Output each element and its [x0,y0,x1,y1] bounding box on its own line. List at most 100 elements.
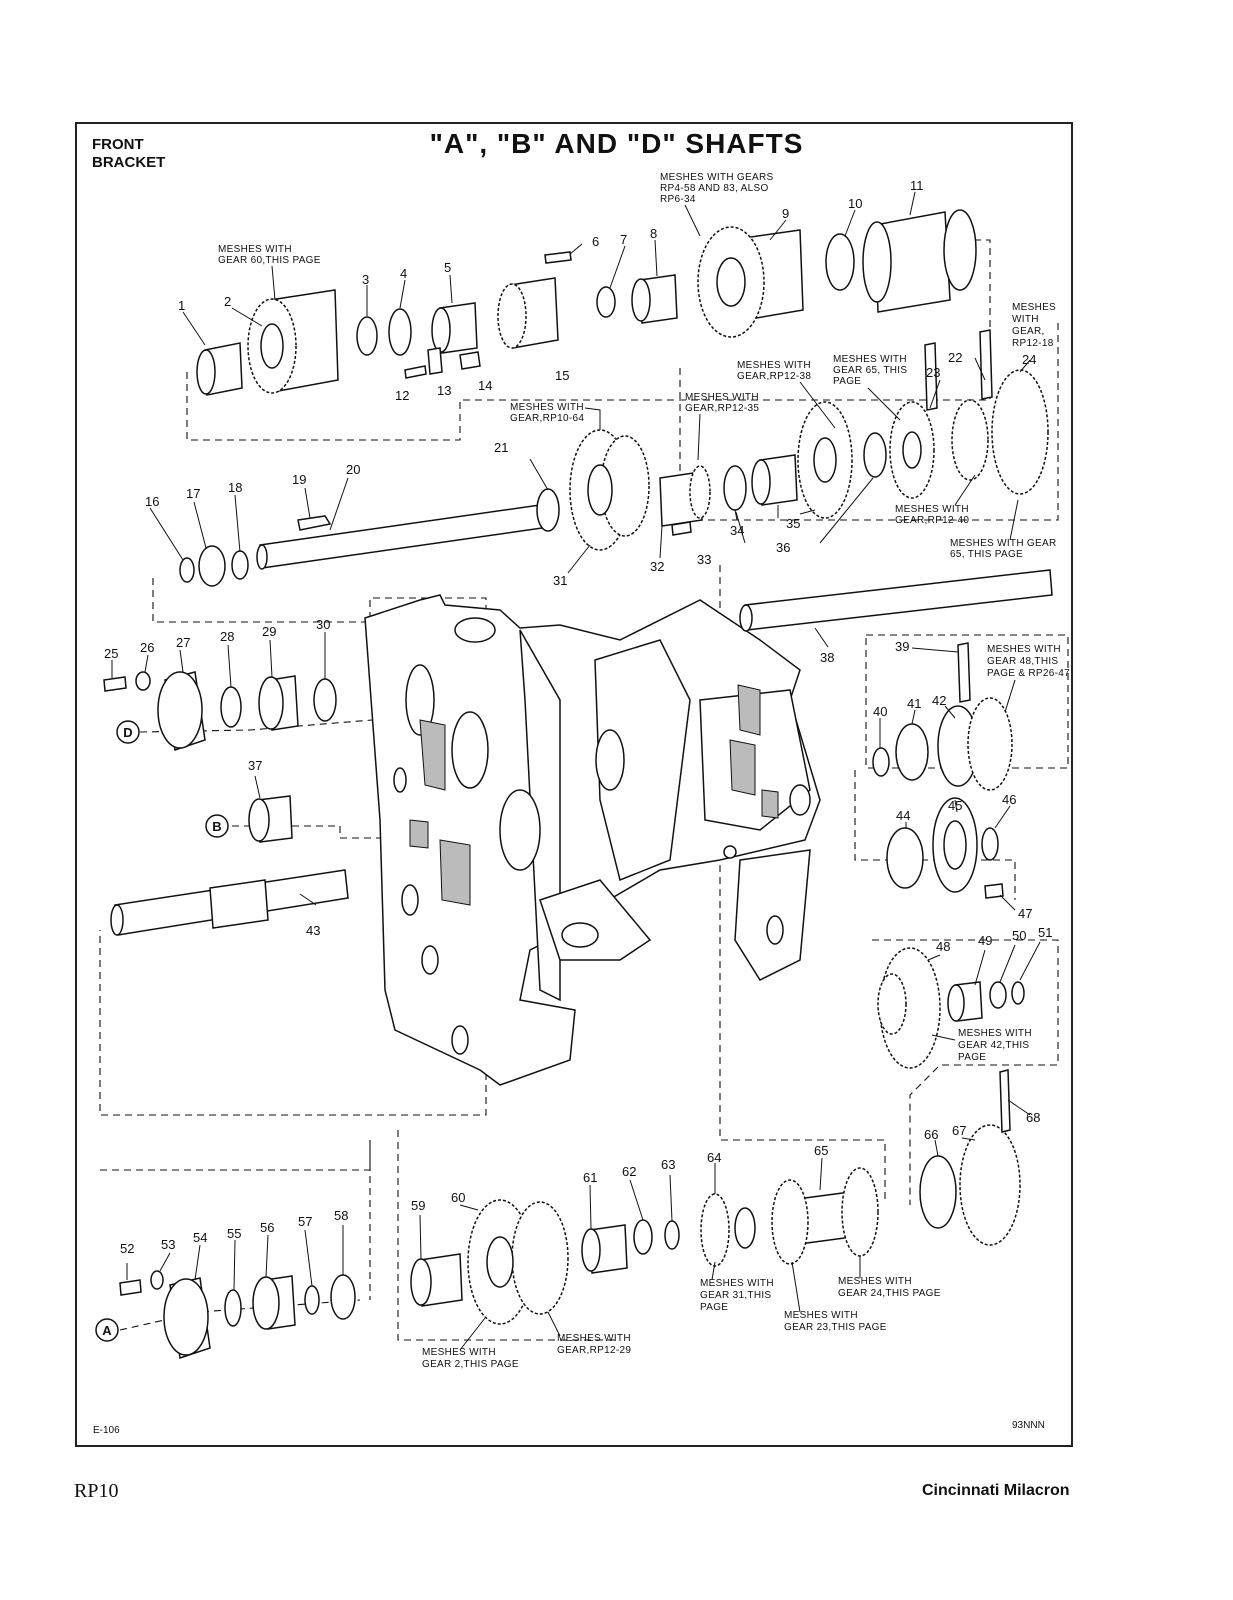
part-number: 33 [697,552,711,567]
part-number: 11 [910,178,924,193]
part-64-cluster-gear [700,1193,756,1267]
part-number: 10 [848,196,862,211]
svg-text:D: D [123,725,132,740]
part-51-ring [1011,981,1025,1005]
part-number: 62 [622,1164,636,1179]
callout-text: MESHES [1012,302,1056,313]
part-number: 40 [873,704,887,719]
part-33-key [671,521,692,536]
shaft-20 [256,504,543,570]
part-number: 5 [444,260,451,275]
part-45-retainer [932,797,978,893]
part-number: 55 [227,1226,241,1241]
part-65-cluster-gear [771,1167,879,1265]
part-37-bushing [248,795,293,843]
part-30-seal [313,678,337,722]
part-54-flange [163,1277,211,1359]
part-number: 64 [707,1150,721,1165]
part-2-gear [247,289,339,394]
part-number: 20 [346,462,360,477]
part-23-gear [889,401,935,499]
part-number: 61 [583,1170,597,1185]
part-number-labels: 1 2 3 4 5 6 7 8 9 10 11 12 13 14 15 16 1… [104,178,1052,1256]
part-number: 35 [786,516,800,531]
part-46-seal [981,827,999,861]
part-52-screw [119,1279,142,1296]
part-number: 29 [262,624,276,639]
part-number: 38 [820,650,834,665]
callout-text: GEAR,RP12-38 [737,371,811,382]
part-number: 12 [395,388,409,403]
part-55-nut [224,1289,242,1327]
page-title: "A", "B" AND "D" SHAFTS [429,128,804,159]
part-16-ring [179,557,195,583]
part-number: 66 [924,1127,938,1142]
part-number: 43 [306,923,320,938]
callout-text: GEAR 2,THIS PAGE [422,1359,519,1370]
part-49-bushing [947,981,983,1022]
part-29-bearing [258,675,299,731]
part-21-ring [536,488,560,532]
part-number: 58 [334,1208,348,1223]
part-number: 28 [220,629,234,644]
part-6-key [544,251,572,264]
callout-text: MESHES WITH [895,504,969,515]
group-outline-shaft-c [719,565,886,1200]
part-number: 26 [140,640,154,655]
callout-text: RP12-18 [1012,338,1054,349]
part-34-bushing [751,454,798,506]
callout-text: GEAR 48,THIS [987,656,1058,667]
part-number: 42 [932,693,946,708]
callout-text: GEAR 24,THIS PAGE [838,1288,941,1299]
part-1-bushing [196,342,243,396]
part-number: 47 [1018,906,1032,921]
group-outline-d [865,634,1069,769]
part-60-cluster-gear [467,1199,569,1325]
part-24-gear [951,369,1049,495]
part-59-bushing [410,1253,463,1307]
part-14-block [459,351,481,370]
part-10-washer [825,233,855,291]
callout-text: MESHES WITH [685,392,759,403]
callout-text: GEAR,RP12-40 [895,515,969,526]
part-50-washer [989,981,1007,1009]
part-8-bushing [631,274,678,324]
part-number: 8 [650,226,657,241]
part-number: 27 [176,635,190,650]
part-number: 59 [411,1198,425,1213]
company-name: Cincinnati Milacron [922,1482,1070,1499]
part-number: 67 [952,1123,966,1138]
callout-text: MESHES WITH [958,1028,1032,1039]
part-number: 4 [400,266,407,281]
part-67-gear [959,1124,1021,1246]
circle-label-a: A [95,1318,119,1342]
part-7-ring [596,286,616,318]
callout-text: GEAR 23,THIS PAGE [784,1322,887,1333]
part-57-ring [304,1285,320,1315]
part-number: 21 [494,440,508,455]
center-line-a [119,1299,361,1331]
part-number: 48 [936,939,950,954]
part-number: 53 [161,1237,175,1252]
part-32-gear [659,465,711,527]
part-28-nut [220,686,242,728]
part-number: 50 [1012,928,1026,943]
callout-text: WITH [1012,314,1039,325]
part-58-seal [330,1274,356,1320]
group-outline-a [100,1140,371,1300]
part-42-gear [937,697,1013,791]
part-9-gear [697,226,804,338]
part-15-pinion [497,277,559,349]
part-number: 68 [1026,1110,1040,1125]
callout-text: RP6-34 [660,194,696,205]
part-number: 49 [978,933,992,948]
part-number: 15 [555,368,569,383]
part-36b-washer [863,432,887,478]
svg-text:A: A [102,1323,112,1338]
circle-label-d: D [116,720,140,744]
callout-text: GEAR,RP10-64 [510,413,584,424]
callout-text: MESHES WITH [737,360,811,371]
part-22-pin [924,342,938,411]
part-number: 1 [178,298,185,313]
